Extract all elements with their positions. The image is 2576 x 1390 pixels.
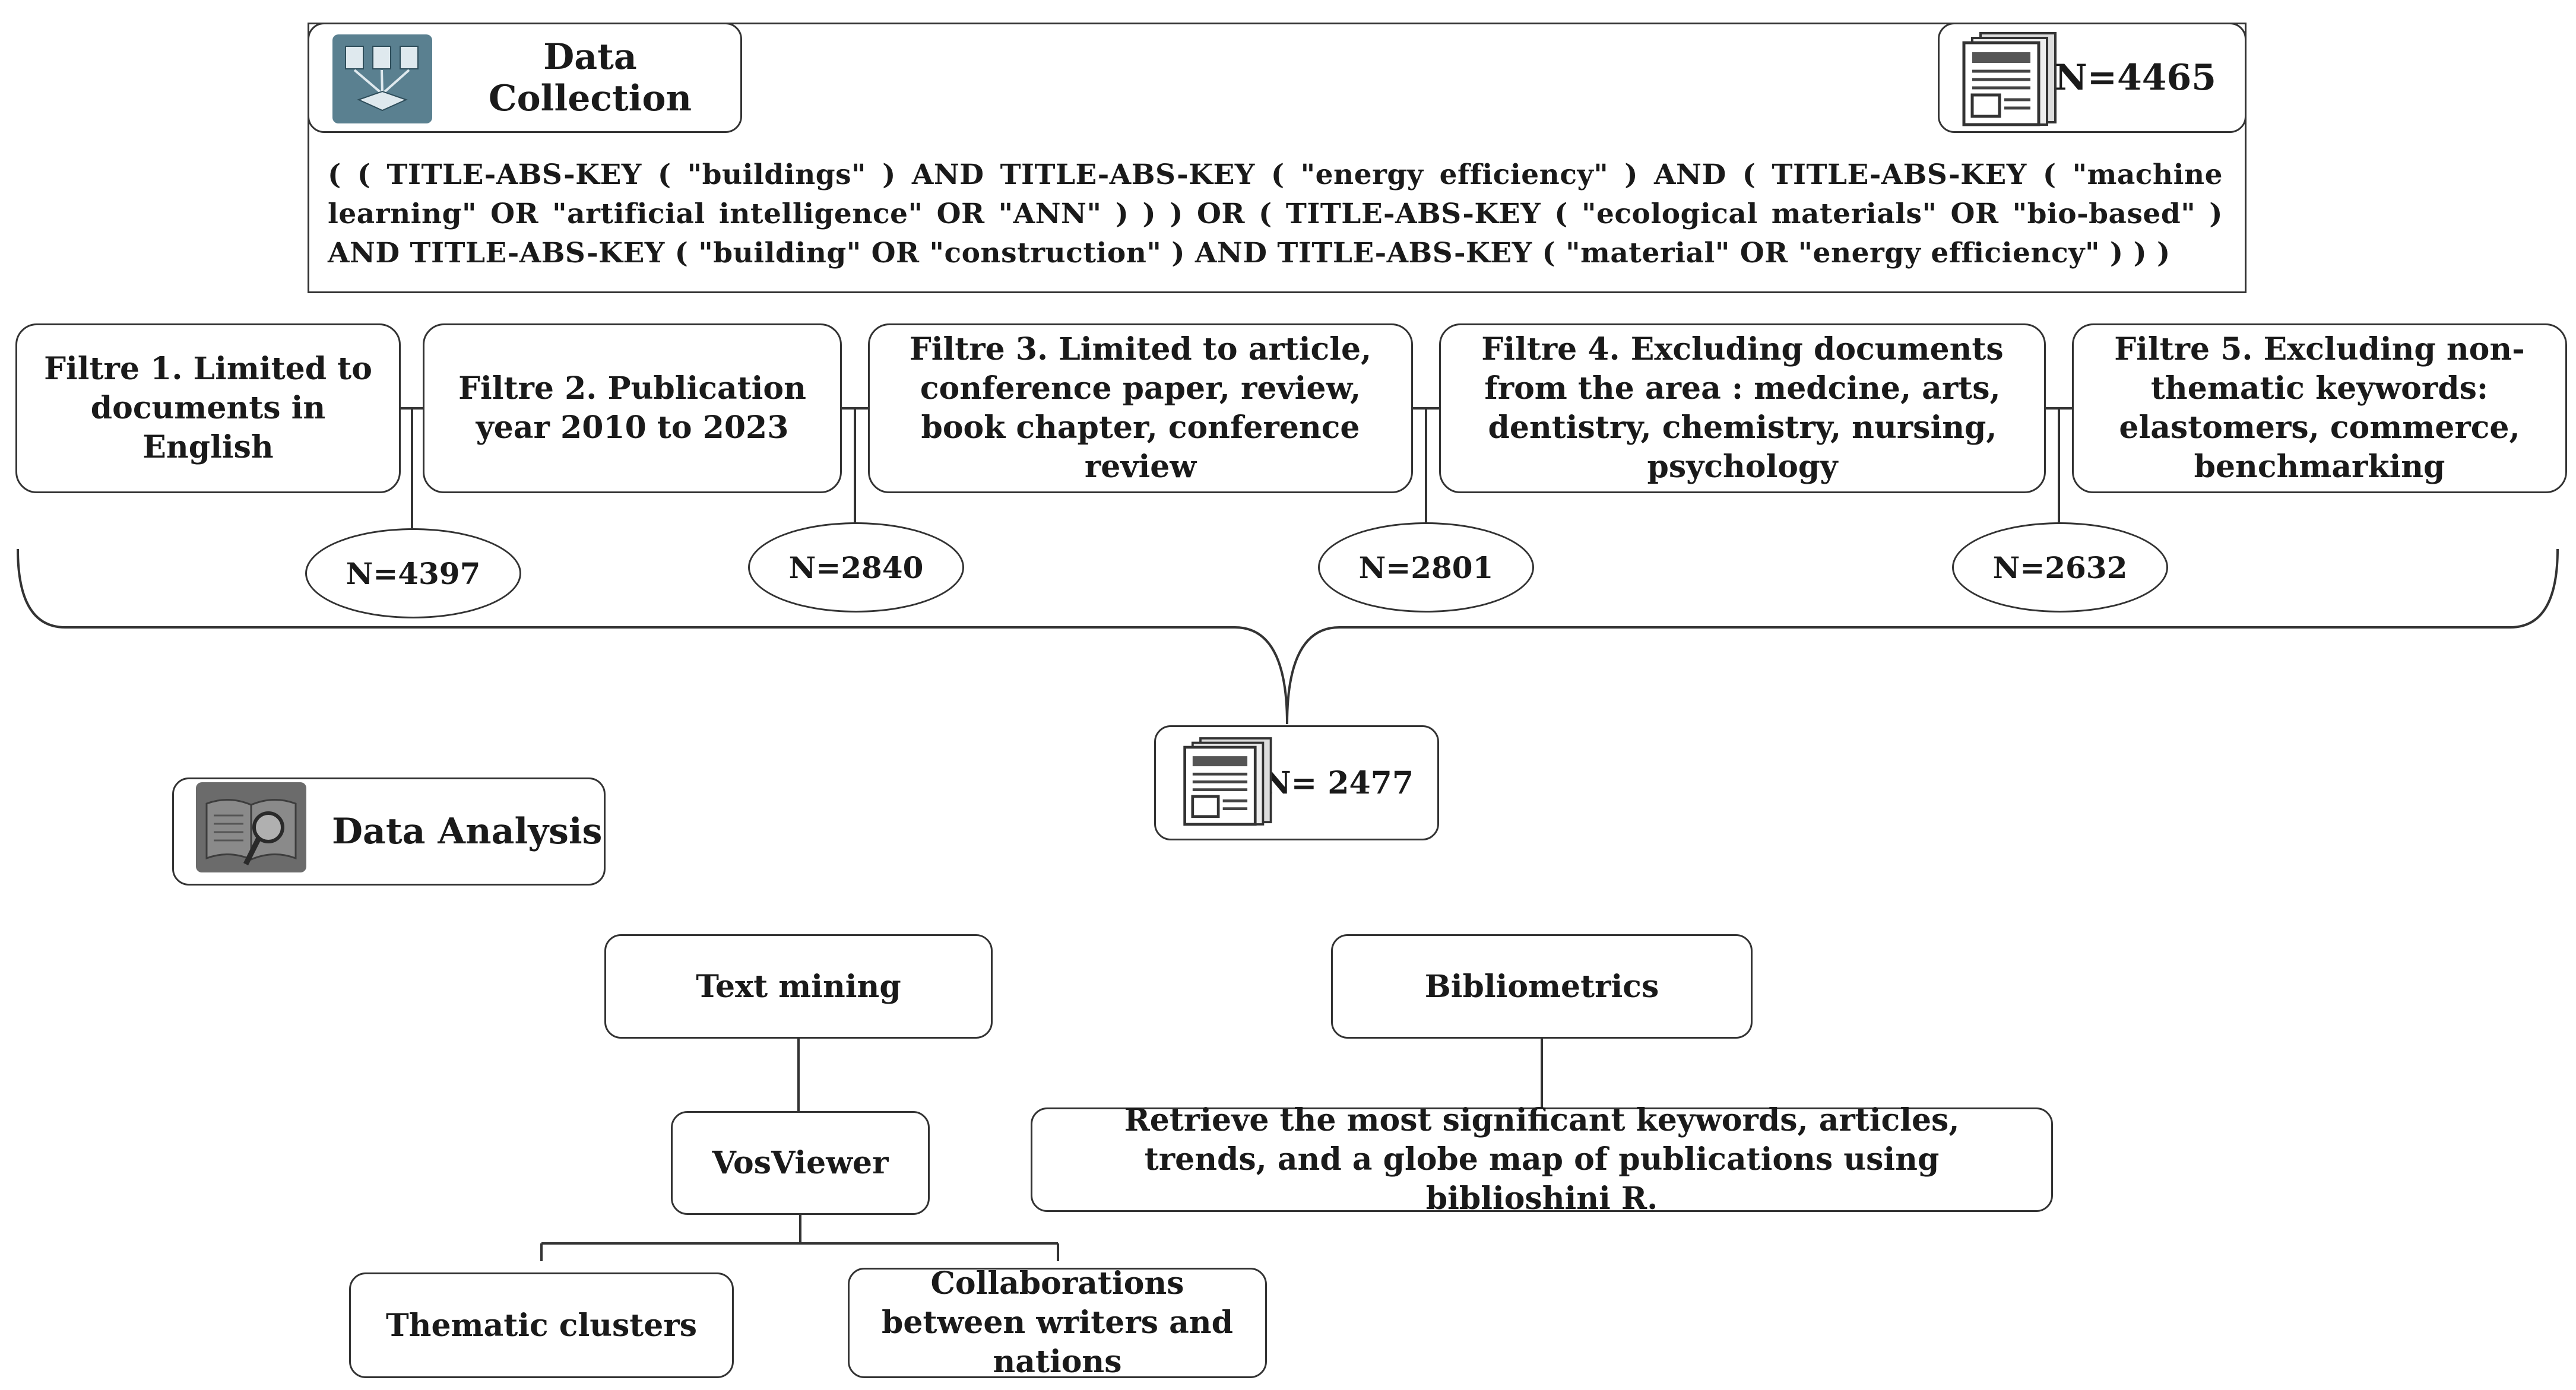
thematic-clusters-box: Thematic clusters [349,1272,734,1378]
vosviewer-box: VosViewer [671,1111,930,1215]
filter-4: Filtre 4. Excluding documents from the a… [1439,323,2046,493]
collaborations-box: Collaborations between writers and natio… [848,1265,1267,1380]
filter-1: Filtre 1. Limited to documents in Englis… [15,323,401,493]
text-mining-box: Text mining [604,934,993,1039]
documents-network-icon [332,34,432,123]
search-query: ( ( TITLE-ABS-KEY ( "buildings" ) AND TI… [328,158,2223,269]
filter-3: Filtre 3. Limited to article, conference… [868,323,1413,493]
data-analysis-title: Data Analysis [332,811,603,852]
filter-1-count: N=4397 [305,528,521,618]
retrieve-box: Retrieve the most significant keywords, … [1031,1102,2053,1217]
bibliometrics-box: Bibliometrics [1331,934,1753,1039]
total-count: N=4465 [2054,57,2216,99]
newspaper-icon [1183,737,1272,826]
book-magnifier-icon [196,782,306,872]
filter-4-count: N=2632 [1952,522,2168,613]
filter-3-count: N=2801 [1318,522,1534,613]
final-count: N= 2477 [1263,764,1414,801]
filter-2-count: N=2840 [748,522,964,613]
newspaper-icon [1962,32,2057,126]
filter-5: Filtre 5. Excluding non-thematic keyword… [2072,323,2567,493]
data-collection-title: Data Collection [488,36,692,119]
filter-2: Filtre 2. Publication year 2010 to 2023 [423,323,842,493]
